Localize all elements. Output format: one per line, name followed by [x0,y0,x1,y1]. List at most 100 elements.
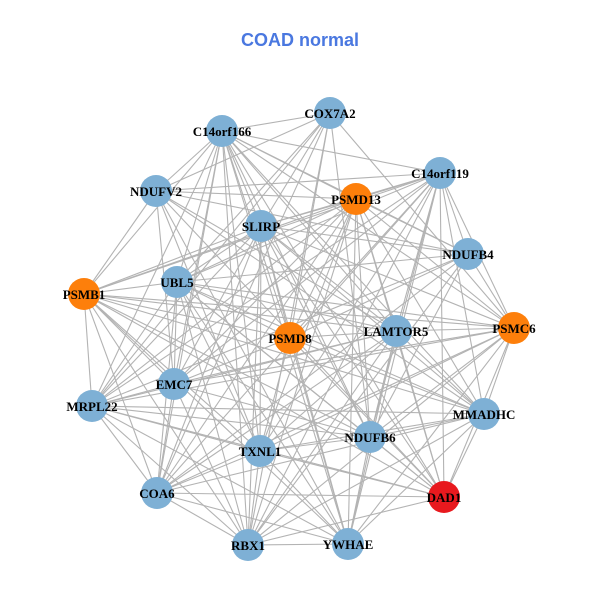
edges-layer [83,112,515,546]
node-circle[interactable] [274,322,306,354]
node-label: MRPL22 [66,399,117,414]
node-MMADHC[interactable]: MMADHC [453,398,516,430]
edge-NDUFV2-LAMTOR5 [155,190,397,332]
node-label: PSMD13 [331,192,381,207]
node-label: PSMB1 [63,287,106,302]
edge-C14orf119-NDUFV2 [155,172,441,192]
node-label: COX7A2 [304,106,355,121]
node-PSMB1[interactable]: PSMB1 [63,278,106,310]
edge-MRPL22-YWHAE [91,405,349,545]
edge-TXNL1-DAD1 [259,450,445,498]
node-NDUFV2[interactable]: NDUFV2 [130,175,182,207]
edge-C14orf166-PSMB1 [83,130,223,295]
node-circle[interactable] [141,477,173,509]
node-TXNL1[interactable]: TXNL1 [239,435,282,467]
node-DAD1[interactable]: DAD1 [427,481,462,513]
edge-PSMB1-YWHAE [83,293,349,545]
node-COA6[interactable]: COA6 [139,477,175,509]
edge-UBL5-PSMD8 [176,281,291,339]
node-NDUFB6[interactable]: NDUFB6 [344,421,396,453]
node-circle[interactable] [340,183,372,215]
edge-SLIRP-PSMC6 [260,225,515,329]
edge-PSMC6-YWHAE [347,327,515,545]
node-label: DAD1 [427,490,462,505]
edge-PSMD13-NDUFB4 [355,198,469,255]
edge-DAD1-RBX1 [247,496,445,546]
edge-COX7A2-C14orf166 [221,112,331,132]
edge-UBL5-PSMC6 [176,281,515,329]
edge-C14orf166-NDUFB6 [221,130,371,438]
node-SLIRP[interactable]: SLIRP [242,210,280,242]
edge-RBX1-YWHAE [247,543,349,546]
edge-TXNL1-YWHAE [259,450,349,545]
edge-NDUFV2-MMADHC [155,190,485,415]
node-label: C14orf166 [193,124,252,139]
node-circle[interactable] [244,435,276,467]
node-label: MMADHC [453,407,516,422]
figure-title: COAD normal [240,30,359,50]
node-circle[interactable] [428,481,460,513]
edge-MMADHC-YWHAE [347,413,485,545]
node-EMC7[interactable]: EMC7 [156,368,193,400]
edge-NDUFB4-COA6 [156,253,469,494]
node-label: PSMC6 [492,321,536,336]
edge-SLIRP-NDUFB4 [260,225,469,255]
edge-PSMD8-LAMTOR5 [289,330,397,339]
node-COX7A2[interactable]: COX7A2 [304,97,356,129]
edge-NDUFB6-YWHAE [347,436,371,545]
node-circle[interactable] [245,210,277,242]
node-circle[interactable] [314,97,346,129]
node-C14orf119[interactable]: C14orf119 [411,157,469,189]
node-PSMD8[interactable]: PSMD8 [268,322,312,354]
edge-EMC7-COA6 [156,383,175,494]
node-circle[interactable] [468,398,500,430]
node-YWHAE[interactable]: YWHAE [323,528,374,560]
node-RBX1[interactable]: RBX1 [231,529,265,561]
node-C14orf166[interactable]: C14orf166 [193,115,252,147]
node-circle[interactable] [232,529,264,561]
edge-COA6-YWHAE [156,492,349,545]
node-circle[interactable] [452,238,484,270]
edge-MMADHC-COA6 [156,413,485,494]
node-circle[interactable] [206,115,238,147]
node-label: SLIRP [242,219,280,234]
node-PSMC6[interactable]: PSMC6 [492,312,536,344]
edge-SLIRP-UBL5 [176,225,262,283]
node-circle[interactable] [380,315,412,347]
node-label: NDUFB6 [344,430,396,445]
edge-C14orf166-RBX1 [221,130,249,546]
edge-C14orf119-DAD1 [439,172,445,498]
node-NDUFB4[interactable]: NDUFB4 [442,238,494,270]
edge-PSMB1-MMADHC [83,293,485,415]
node-circle[interactable] [498,312,530,344]
node-circle[interactable] [68,278,100,310]
node-label: TXNL1 [239,444,282,459]
edge-UBL5-LAMTOR5 [176,281,397,332]
edge-SLIRP-PSMB1 [83,225,262,295]
node-circle[interactable] [354,421,386,453]
edge-PSMC6-NDUFB6 [369,327,515,438]
edge-MRPL22-RBX1 [91,405,249,546]
node-PSMD13[interactable]: PSMD13 [331,183,381,215]
edge-PSMD13-EMC7 [173,198,357,385]
edge-PSMD13-YWHAE [347,198,357,545]
edge-MRPL22-MMADHC [91,405,485,415]
edge-PSMB1-PSMD8 [83,293,291,339]
node-circle[interactable] [140,175,172,207]
edge-NDUFV2-PSMB1 [83,190,157,295]
node-UBL5[interactable]: UBL5 [160,266,194,298]
node-circle[interactable] [76,390,108,422]
edge-LAMTOR5-RBX1 [247,330,397,546]
node-label: EMC7 [156,377,193,392]
node-label: COA6 [139,486,175,501]
node-circle[interactable] [161,266,193,298]
node-circle[interactable] [332,528,364,560]
node-circle[interactable] [158,368,190,400]
edge-PSMC6-EMC7 [173,327,515,385]
node-MRPL22[interactable]: MRPL22 [66,390,118,422]
node-circle[interactable] [424,157,456,189]
edge-PSMB1-PSMC6 [83,293,515,329]
node-LAMTOR5[interactable]: LAMTOR5 [364,315,429,347]
edge-LAMTOR5-DAD1 [395,330,445,498]
